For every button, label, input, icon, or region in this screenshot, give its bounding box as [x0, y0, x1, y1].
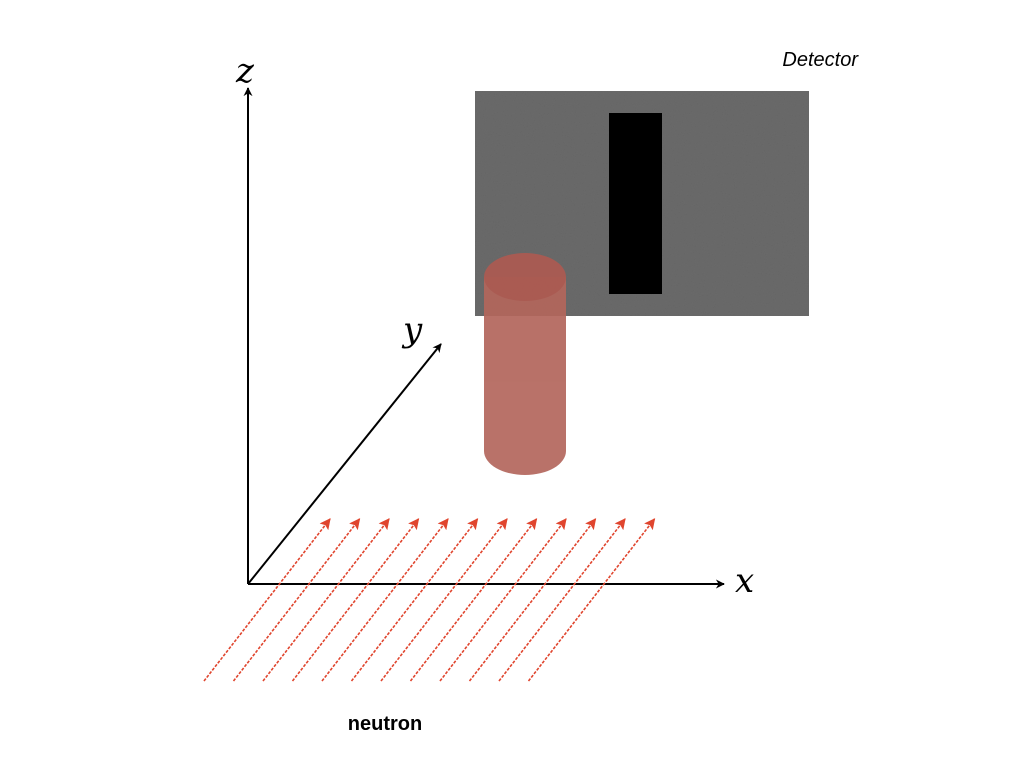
neutron-ray [203, 518, 331, 682]
neutron-beam [203, 518, 656, 682]
neutron-ray [468, 518, 597, 682]
neutron-ray [262, 518, 390, 682]
neutron-ray [498, 518, 626, 682]
x-axis-label: x [735, 561, 754, 601]
neutron-ray [321, 518, 449, 682]
neutron-ray [350, 518, 479, 682]
detector-label: Detector [782, 49, 859, 71]
cylinder-top [484, 253, 566, 301]
neutron-ray [380, 518, 508, 682]
neutron-ray [409, 518, 538, 682]
cylinder-body [484, 277, 566, 475]
z-axis-label: z [235, 51, 255, 91]
neutron-ray [232, 518, 361, 682]
neutron-ray [439, 518, 567, 682]
neutron-ray [291, 518, 420, 682]
detector-shadow [609, 113, 662, 294]
neutron-ray [527, 518, 656, 682]
neutron-label: neutron [348, 713, 422, 735]
sample-cylinder [484, 253, 566, 475]
y-axis-label: y [401, 310, 423, 350]
y-axis [247, 343, 442, 585]
